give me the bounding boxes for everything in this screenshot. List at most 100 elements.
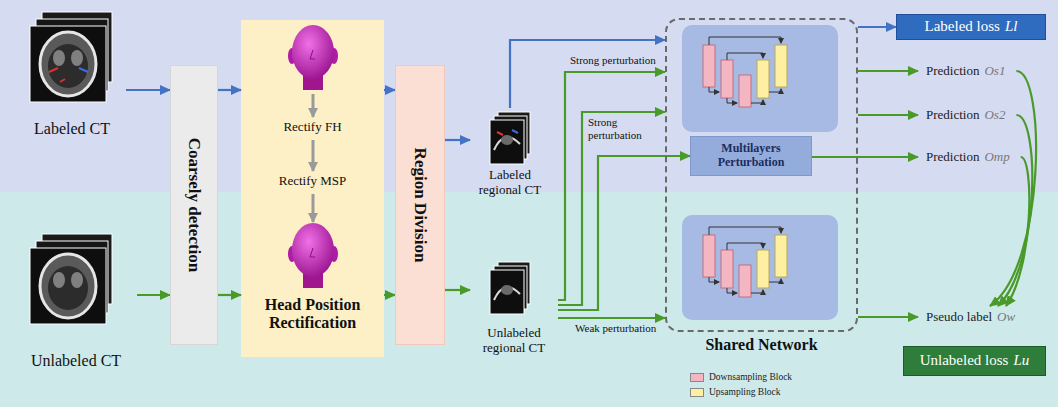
ct-stack [79, 68, 88, 72]
ct-stack [40, 32, 96, 96]
node-label: Shared Network [647, 336, 876, 354]
legend-item: Downsampling Block [690, 372, 792, 383]
connector-arrow [1006, 157, 1029, 306]
connector-arrow [558, 317, 665, 319]
regional-ct [490, 112, 530, 164]
flow-arrow [312, 94, 315, 117]
ct-stack [60, 79, 65, 82]
connector-arrow [218, 89, 241, 91]
connector-arrow [990, 71, 1036, 306]
head-model [310, 248, 315, 257]
head-model [310, 50, 315, 59]
node-label: Multilayers Perturbation [695, 142, 807, 170]
node-label: Rectify MSP [245, 174, 380, 189]
node-label: Labeled regional CT [470, 168, 550, 198]
legend-label: Downsampling Block [709, 372, 792, 383]
head-model [288, 223, 338, 288]
ct-stack [48, 266, 88, 310]
node-label: Region Division [410, 148, 430, 263]
connector-arrow [558, 72, 665, 300]
unet-model [682, 215, 838, 320]
ct-stack [30, 12, 112, 102]
unet-model [739, 75, 751, 107]
ct-stack [30, 26, 106, 102]
connector-arrow [812, 156, 918, 158]
ct-stack [53, 272, 65, 288]
flow-arrow [312, 194, 315, 222]
unet-model [682, 215, 838, 320]
node-label: Unlabeled regional CT [470, 326, 558, 356]
perturbation-box: Multilayers Perturbation [690, 136, 812, 176]
background-band [0, 192, 1058, 407]
output-label: Prediction Omp [918, 146, 1018, 168]
connector-arrow [384, 89, 395, 91]
legend-item: Upsampling Block [690, 387, 781, 398]
unet-model [775, 45, 787, 87]
symbol-label: Os2 [984, 108, 1005, 123]
process-box: Region Division [395, 65, 445, 345]
ct-stack [71, 50, 83, 66]
connector-arrow [445, 289, 470, 291]
connector-arrow [137, 294, 170, 296]
ct-stack [40, 254, 96, 318]
unet-model [757, 250, 769, 288]
unet-model [709, 37, 781, 45]
edge-label: Weak perturbation [575, 322, 656, 335]
image-node: Labeled regional CT [470, 108, 550, 200]
background-band [0, 0, 1058, 192]
ct-stack [48, 44, 88, 88]
output-label: PredictionOs2 [918, 104, 1013, 126]
flow-arrow [312, 140, 315, 171]
legend-swatch [690, 388, 704, 397]
head-model [292, 223, 334, 277]
symbol-label: Omp [984, 150, 1009, 165]
node-label: Unlabeled CT [15, 352, 137, 370]
unet-model [727, 53, 763, 60]
unet-model [727, 288, 737, 293]
flow-arrow [313, 94, 314, 222]
node-label: Pseudo label [926, 310, 992, 325]
connector-arrow [558, 156, 690, 310]
unet-model [703, 45, 715, 87]
unet-model [757, 60, 769, 98]
connector-arrow [126, 89, 170, 91]
head-model [288, 25, 338, 90]
node-label: Unlabeled loss [920, 352, 1009, 369]
regional-ct [512, 130, 518, 133]
unet-model [682, 25, 838, 132]
connector-arrow [445, 139, 470, 141]
legend-swatch [690, 373, 704, 382]
edge-label: Strong perturbation [570, 54, 656, 67]
head-model [292, 25, 334, 79]
image-node: Labeled CT [18, 10, 126, 140]
ct-stack [49, 68, 58, 72]
regional-ct [490, 262, 530, 314]
legend-label: Upsampling Block [709, 387, 781, 398]
process-box: Rectify FHRectify MSPHead Position Recti… [241, 20, 384, 357]
ct-stack [71, 272, 83, 288]
connector-arrow [218, 294, 241, 296]
node-label: Rectify FH [245, 120, 380, 135]
ct-stack [53, 50, 65, 66]
connector-arrow [858, 26, 896, 28]
rectification-panel [241, 20, 384, 357]
output-label: Pseudo labelOw [918, 306, 1023, 328]
node-label: Prediction [926, 64, 979, 79]
image-node: Unlabeled CT [15, 232, 137, 372]
node-label: Prediction [926, 150, 979, 165]
symbol-label: Lu [1013, 352, 1029, 369]
rectification-panel [241, 20, 384, 357]
unet-model [721, 60, 733, 98]
symbol-label: Os1 [984, 64, 1005, 79]
unet-model [682, 25, 838, 132]
unet-model [775, 235, 787, 277]
loss-box: Unlabeled lossLu [903, 346, 1046, 376]
edge-label: Strong perturbation [588, 116, 660, 141]
unet-model [751, 100, 763, 103]
unet-model [709, 87, 719, 92]
regional-ct [497, 132, 503, 135]
ct-stack [30, 234, 112, 324]
